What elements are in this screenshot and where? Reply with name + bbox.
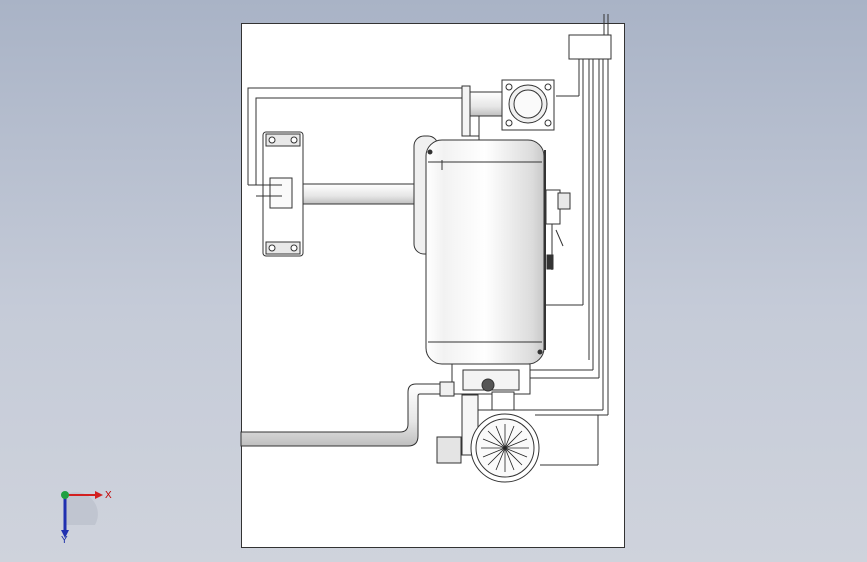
motor-fan[interactable] — [470, 413, 540, 483]
y-axis-label: Y — [61, 535, 68, 545]
bottom-outlet-pipe — [240, 383, 441, 447]
coordinate-triad: X Y — [61, 490, 112, 545]
top-flange-valve[interactable] — [461, 79, 555, 140]
x-axis-label: X — [105, 490, 112, 501]
origin-icon — [61, 491, 69, 499]
return-pipe — [247, 87, 465, 185]
side-shaft-housing[interactable] — [248, 131, 439, 257]
tank-body[interactable] — [425, 139, 546, 365]
control-box[interactable] — [545, 189, 571, 270]
